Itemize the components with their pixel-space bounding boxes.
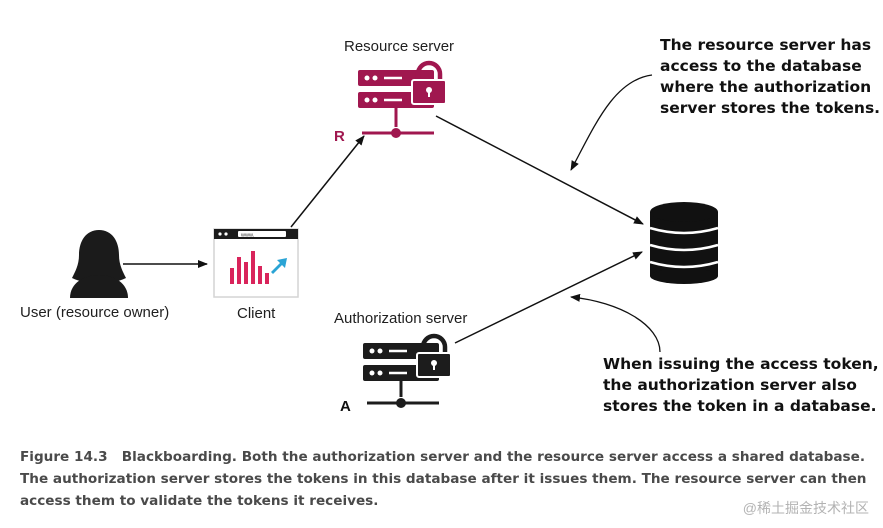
auth-db-note: When issuing the access token, the autho… xyxy=(603,355,879,415)
chart-arrow-icon xyxy=(271,258,287,274)
blackboarding-diagram: www. xyxy=(70,60,719,408)
authorization-server-label: Authorization server xyxy=(334,310,468,327)
client-label: Client xyxy=(237,305,276,322)
watermark: @稀土掘金技术社区 xyxy=(742,500,869,516)
note-callout-arrow-bottom xyxy=(570,293,661,353)
client-to-resource-arrow xyxy=(290,135,365,228)
database-icon xyxy=(649,202,719,284)
resource-to-database-arrow xyxy=(435,115,644,225)
browser-url-text: www. xyxy=(240,232,255,238)
server-lock-icon xyxy=(358,60,447,138)
authorization-server-letter: A xyxy=(340,398,351,415)
user-icon xyxy=(70,230,128,298)
resource-db-note: The resource server has access to the da… xyxy=(660,36,881,117)
resource-server-letter: R xyxy=(334,128,345,145)
note-callout-arrow-top xyxy=(570,74,653,171)
auth-to-database-arrow xyxy=(454,251,643,344)
figure-number: Figure 14.3 xyxy=(20,449,108,465)
resource-server-label: Resource server xyxy=(344,38,455,55)
user-label: User (resource owner) xyxy=(20,304,170,321)
figure-caption-text: Blackboarding. Both the authorization se… xyxy=(20,449,867,509)
figure-caption: Figure 14.3 Blackboarding. Both the auth… xyxy=(20,446,872,512)
browser-chart-icon: www. xyxy=(213,228,299,298)
chart-bars xyxy=(230,251,269,284)
server-lock-icon xyxy=(363,333,452,408)
